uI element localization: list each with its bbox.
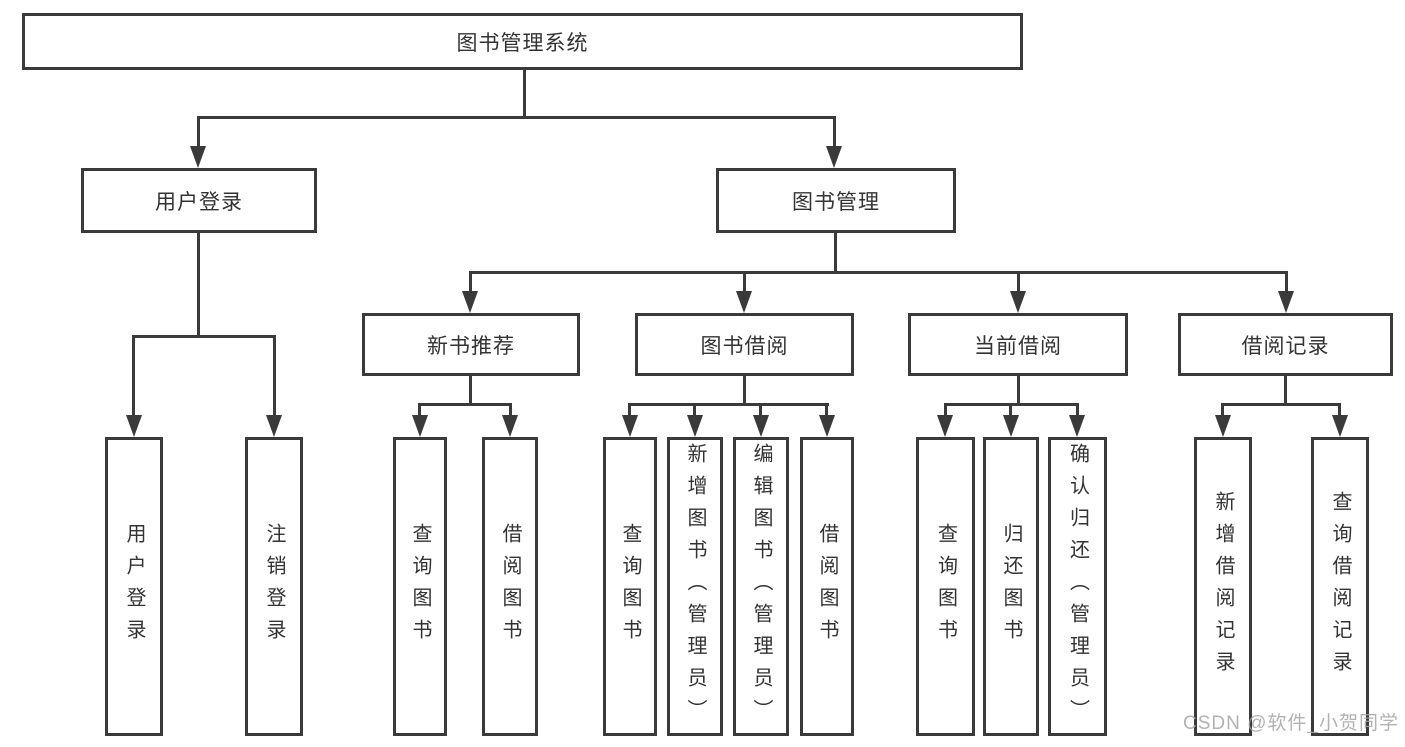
connector-drop-cb-query: [944, 403, 947, 417]
arrow-down: [819, 415, 835, 437]
connector-new-book-stem: [469, 375, 472, 406]
node-user-login-label: 用户登录: [155, 190, 243, 214]
connector-drop-bb-edit: [759, 403, 762, 417]
node-new-book: 新书推荐: [362, 313, 580, 376]
arrow-down: [1278, 291, 1294, 313]
arrow-down: [1332, 415, 1348, 437]
arrow-down: [622, 415, 638, 437]
leaf-bb-add-book-admin-label: 新增图书（管理员）: [684, 442, 706, 731]
arrow-down: [462, 291, 478, 313]
leaf-br-query-record: 查询借阅记录: [1311, 437, 1369, 736]
leaf-bb-edit-book-admin: 编辑图书（管理员）: [733, 437, 789, 736]
leaf-logout: 注销登录: [245, 437, 303, 736]
leaf-br-query-record-label: 查询借阅记录: [1329, 490, 1351, 683]
connector-drop-book-mgmt: [833, 116, 836, 150]
node-book-borrow: 图书借阅: [635, 313, 854, 376]
arrow-down: [753, 415, 769, 437]
connector-book-borrow-stem: [743, 375, 746, 406]
connector-drop-br-add: [1221, 403, 1224, 417]
connector-book-borrow-rail: [628, 403, 829, 406]
leaf-cb-confirm-return-admin-label: 确认归还（管理员）: [1066, 442, 1089, 731]
connector-drop-bb-query: [628, 403, 631, 417]
connector-user-login-stem: [197, 233, 200, 338]
arrow-down: [126, 415, 142, 437]
connector-borrow-record-stem: [1284, 375, 1287, 406]
node-current-borrow-label: 当前借阅: [974, 334, 1062, 358]
arrow-down: [190, 146, 206, 168]
connector-drop-current-borrow: [1017, 271, 1020, 293]
leaf-bb-query-book: 查询图书: [603, 437, 657, 736]
leaf-nb-query-book: 查询图书: [393, 437, 447, 736]
connector-root-rail: [197, 116, 836, 119]
arrow-down: [826, 146, 842, 168]
leaf-nb-query-book-label: 查询图书: [409, 522, 431, 651]
leaf-cb-confirm-return-admin: 确认归还（管理员）: [1048, 437, 1107, 736]
connector-drop-user-login: [197, 116, 200, 150]
connector-root-stem: [523, 70, 526, 118]
leaf-nb-borrow-book: 借阅图书: [482, 437, 538, 736]
leaf-user-login: 用户登录: [105, 437, 163, 736]
leaf-user-login-label: 用户登录: [123, 522, 145, 651]
arrow-down: [1010, 291, 1026, 313]
leaf-br-add-record-label: 新增借阅记录: [1212, 490, 1234, 683]
node-current-borrow: 当前借阅: [908, 313, 1128, 376]
node-book-borrow-label: 图书借阅: [700, 334, 789, 358]
connector-drop-logout: [273, 335, 276, 417]
leaf-cb-return-book-label: 归还图书: [1000, 522, 1022, 651]
connector-book-mgmt-stem: [834, 233, 837, 274]
node-book-mgmt-label: 图书管理: [792, 190, 880, 214]
leaf-bb-borrow-book-label: 借阅图书: [816, 522, 838, 651]
arrow-down: [937, 415, 953, 437]
leaf-bb-add-book-admin: 新增图书（管理员）: [667, 437, 723, 736]
connector-drop-book-borrow: [743, 271, 746, 293]
connector-drop-bb-borrow: [825, 403, 828, 417]
leaf-nb-borrow-book-label: 借阅图书: [499, 522, 521, 651]
node-user-login: 用户登录: [81, 168, 317, 233]
arrow-down: [687, 415, 703, 437]
arrow-down: [502, 415, 518, 437]
connector-drop-cb-return: [1009, 403, 1012, 417]
connector-new-book-rail: [418, 403, 512, 406]
arrow-down: [266, 415, 282, 437]
connector-drop-borrow-record: [1285, 271, 1288, 293]
node-root-label: 图书管理系统: [456, 31, 589, 55]
arrow-down: [412, 415, 428, 437]
connector-drop-bb-add: [693, 403, 696, 417]
connector-drop-new-book: [469, 271, 472, 293]
arrow-down: [1215, 415, 1231, 437]
connector-user-login-rail: [132, 335, 276, 338]
connector-drop-br-query: [1338, 403, 1341, 417]
leaf-cb-query-book: 查询图书: [916, 437, 975, 736]
connector-drop-nb-borrow: [509, 403, 512, 417]
node-borrow-record-label: 借阅记录: [1241, 334, 1330, 358]
arrow-down: [1003, 415, 1019, 437]
node-book-mgmt: 图书管理: [716, 168, 956, 233]
leaf-bb-borrow-book: 借阅图书: [800, 437, 854, 736]
leaf-cb-query-book-label: 查询图书: [934, 522, 957, 651]
node-borrow-record: 借阅记录: [1178, 313, 1393, 376]
leaf-bb-edit-book-admin-label: 编辑图书（管理员）: [750, 442, 772, 731]
connector-borrow-record-rail: [1221, 403, 1341, 406]
leaf-br-add-record: 新增借阅记录: [1194, 437, 1252, 736]
connector-drop-nb-query: [418, 403, 421, 417]
arrow-down: [736, 291, 752, 313]
watermark: CSDN @软件_小贺同学: [1183, 713, 1399, 734]
node-root: 图书管理系统: [22, 13, 1023, 70]
node-new-book-label: 新书推荐: [427, 334, 515, 358]
arrow-down: [1069, 415, 1085, 437]
leaf-bb-query-book-label: 查询图书: [619, 522, 641, 651]
connector-book-mgmt-rail: [469, 271, 1288, 274]
leaf-cb-return-book: 归还图书: [983, 437, 1039, 736]
connector-current-borrow-stem: [1017, 375, 1020, 406]
connector-drop-cb-confirm: [1076, 403, 1079, 417]
leaf-logout-label: 注销登录: [263, 522, 285, 651]
connector-drop-login: [132, 335, 135, 417]
